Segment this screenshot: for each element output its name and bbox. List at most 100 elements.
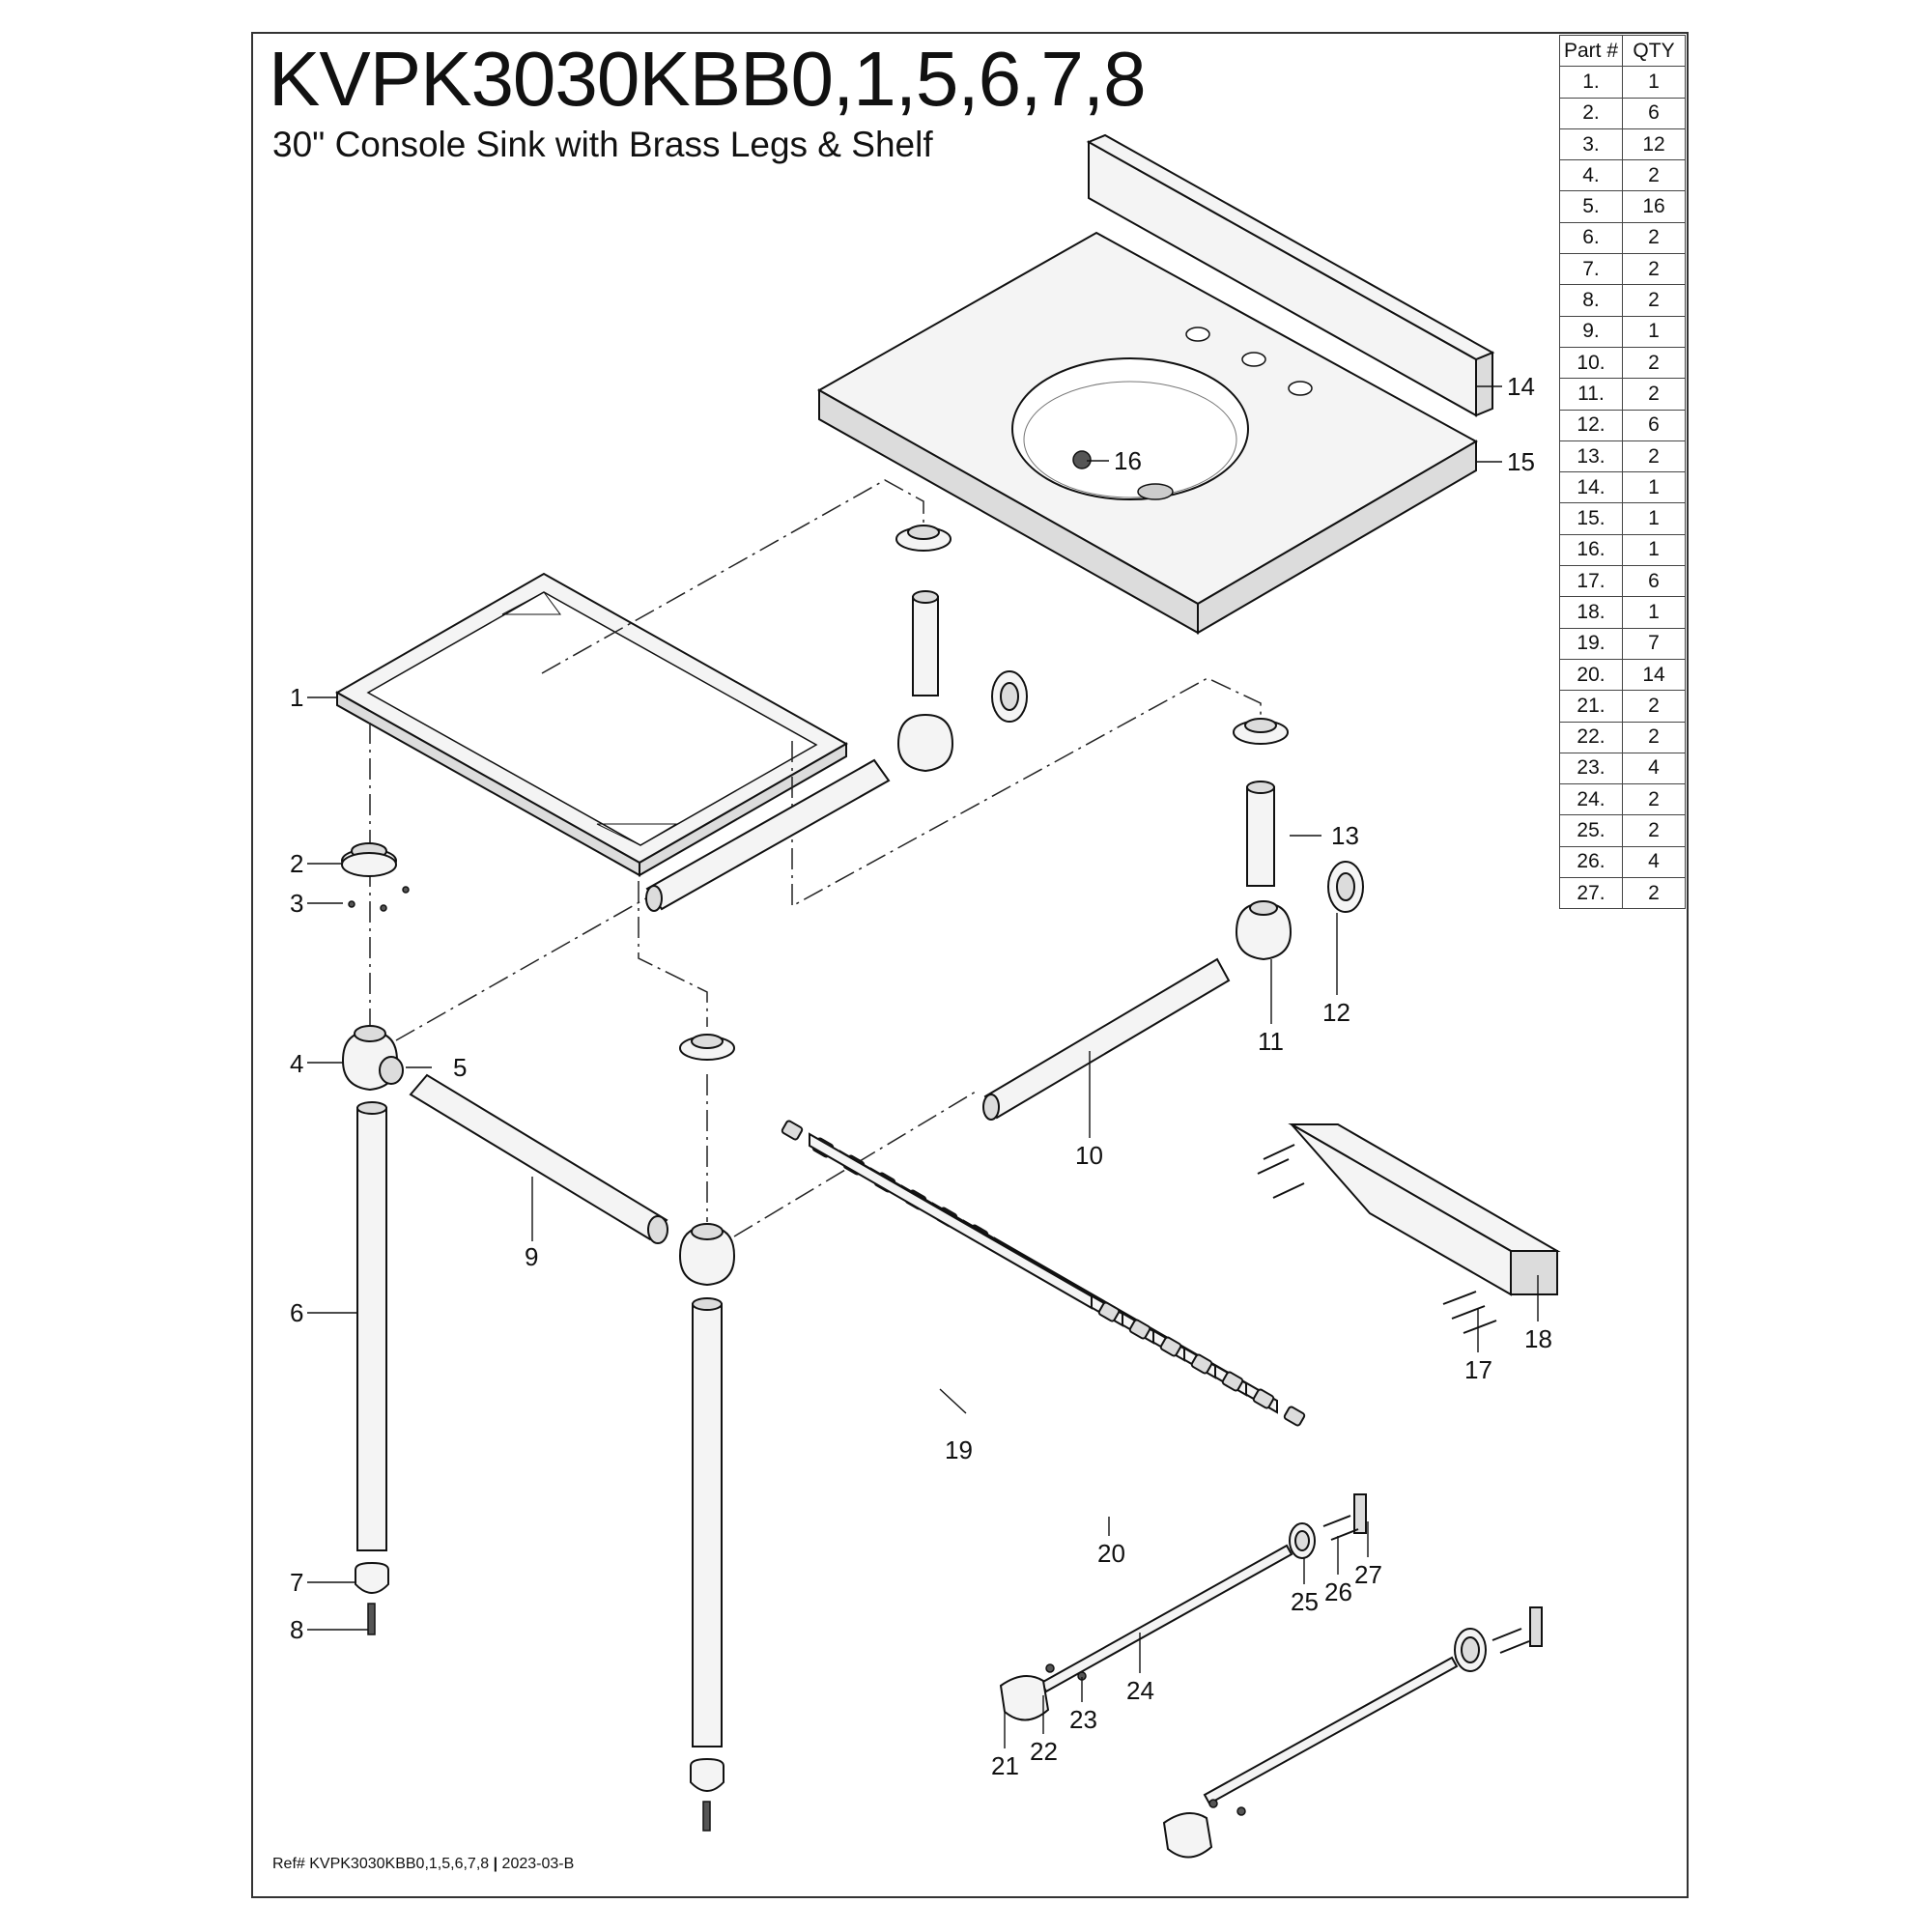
front-left-leg-assembly [341, 842, 404, 1635]
quantity-cell: 2 [1622, 783, 1686, 816]
quantity-cell: 1 [1622, 315, 1686, 348]
drawing-border [251, 32, 1689, 1898]
part-number-cell: 21. [1559, 690, 1623, 723]
revision-code: 2023-03-B [501, 1856, 575, 1872]
callout-10: 10 [1075, 1141, 1103, 1170]
callout-23: 23 [1069, 1705, 1097, 1734]
quantity-cell: 2 [1622, 284, 1686, 317]
callout-3: 3 [290, 889, 303, 918]
quantity-cell: 2 [1622, 378, 1686, 411]
callout-18: 18 [1524, 1324, 1552, 1353]
part-number-cell: 27. [1559, 877, 1623, 910]
parts-table-row: 9.1 [1559, 315, 1686, 348]
back-right-post-assembly [1233, 718, 1364, 961]
part-number-cell: 3. [1559, 128, 1623, 161]
shelf-rods-group [781, 1120, 1306, 1427]
quantity-cell: 1 [1622, 533, 1686, 567]
rod-end-cap [1159, 1336, 1182, 1357]
callout-16: 16 [1114, 446, 1142, 475]
parts-table-row: 18.1 [1559, 596, 1686, 629]
frame-part [334, 572, 849, 877]
part-number-cell: 6. [1559, 221, 1623, 255]
back-rail-part [982, 957, 1231, 1121]
side-rail-part [409, 1073, 668, 1244]
part-number-cell: 16. [1559, 533, 1623, 567]
quantity-cell: 1 [1622, 596, 1686, 629]
callout-2: 2 [290, 849, 303, 878]
rod-end-cap [1221, 1371, 1244, 1392]
page-subtitle: 30" Console Sink with Brass Legs & Shelf [272, 125, 933, 164]
rod-end-cap [1252, 1388, 1275, 1409]
part-number-cell: 18. [1559, 596, 1623, 629]
shelf-rod-body [809, 1132, 1093, 1310]
callout-1: 1 [290, 683, 303, 712]
reference-separator: | [493, 1856, 498, 1872]
parts-table-row: 20.14 [1559, 658, 1686, 692]
part-number-cell: 7. [1559, 253, 1623, 286]
rod-end-cap [781, 1120, 804, 1141]
part-number-cell: 24. [1559, 783, 1623, 816]
rod-end-cap [1097, 1301, 1121, 1322]
callout-22: 22 [1030, 1737, 1058, 1766]
parts-table-row: 26.4 [1559, 845, 1686, 879]
rod-end-cap [1190, 1353, 1213, 1375]
parts-table-row: 16.1 [1559, 533, 1686, 567]
parts-table-row: 13.2 [1559, 440, 1686, 473]
assembly-lines [369, 479, 1262, 1237]
parts-table-row: 15.1 [1559, 502, 1686, 535]
callout-labels: 1 2 3 4 5 6 7 8 9 10 11 12 13 14 15 16 1… [290, 372, 1552, 1780]
callout-13: 13 [1331, 821, 1359, 850]
backsplash-part [1086, 133, 1495, 417]
callout-6: 6 [290, 1298, 303, 1327]
part-number-cell: 10. [1559, 346, 1623, 380]
callout-20: 20 [1097, 1539, 1125, 1568]
parts-table-row: 2.6 [1559, 97, 1686, 129]
front-right-leg-assembly [678, 1034, 736, 1832]
quantity-cell: 2 [1622, 253, 1686, 286]
callout-19: 19 [945, 1435, 973, 1464]
parts-table-row: 27.2 [1559, 877, 1686, 910]
part-number-cell: 26. [1559, 845, 1623, 879]
parts-table-row: 25.2 [1559, 814, 1686, 847]
callout-17: 17 [1464, 1355, 1492, 1384]
parts-table-row: 12.6 [1559, 409, 1686, 441]
page-title: KVPK3030KBB0,1,5,6,7,8 [269, 36, 1147, 122]
shelf-rod [781, 1120, 1121, 1322]
quantity-cell: 4 [1622, 752, 1686, 785]
parts-table-row: 24.2 [1559, 783, 1686, 816]
parts-table-row: 21.2 [1559, 690, 1686, 723]
parts-table-row: 3.12 [1559, 128, 1686, 161]
part-number-cell: 15. [1559, 502, 1623, 535]
callout-27: 27 [1354, 1560, 1382, 1589]
towel-bar-upper-assembly [999, 1493, 1367, 1721]
quantity-cell: 2 [1622, 440, 1686, 473]
part-number-cell: 20. [1559, 658, 1623, 692]
quantity-cell: 2 [1622, 721, 1686, 753]
parts-table-row: 11.2 [1559, 378, 1686, 411]
reference-number: Ref# KVPK3030KBB0,1,5,6,7,8 [272, 1856, 490, 1872]
part-number-cell: 12. [1559, 409, 1623, 441]
parts-table-row: 23.4 [1559, 752, 1686, 785]
part-number-cell: 23. [1559, 752, 1623, 785]
callout-26: 26 [1324, 1577, 1352, 1606]
callout-4: 4 [290, 1049, 303, 1078]
callout-9: 9 [525, 1242, 538, 1271]
shelf-bracket-part [1257, 1123, 1561, 1334]
quantity-cell: 2 [1622, 814, 1686, 847]
leader-lines [307, 385, 1539, 1748]
callout-15: 15 [1507, 447, 1535, 476]
quantity-cell: 14 [1622, 658, 1686, 692]
parts-table-row: 7.2 [1559, 253, 1686, 286]
reference-footer: Ref# KVPK3030KBB0,1,5,6,7,8 | 2023-03-B [272, 1856, 574, 1873]
parts-table-header-row: Part # QTY [1559, 34, 1686, 68]
flange-with-screws [341, 852, 410, 912]
quantity-cell: 2 [1622, 877, 1686, 910]
callout-24: 24 [1126, 1676, 1154, 1705]
parts-table-row: 10.2 [1559, 346, 1686, 380]
parts-header-part: Part # [1559, 34, 1623, 68]
quantity-cell: 6 [1622, 97, 1686, 129]
parts-table-row: 6.2 [1559, 221, 1686, 255]
callout-14: 14 [1507, 372, 1535, 401]
